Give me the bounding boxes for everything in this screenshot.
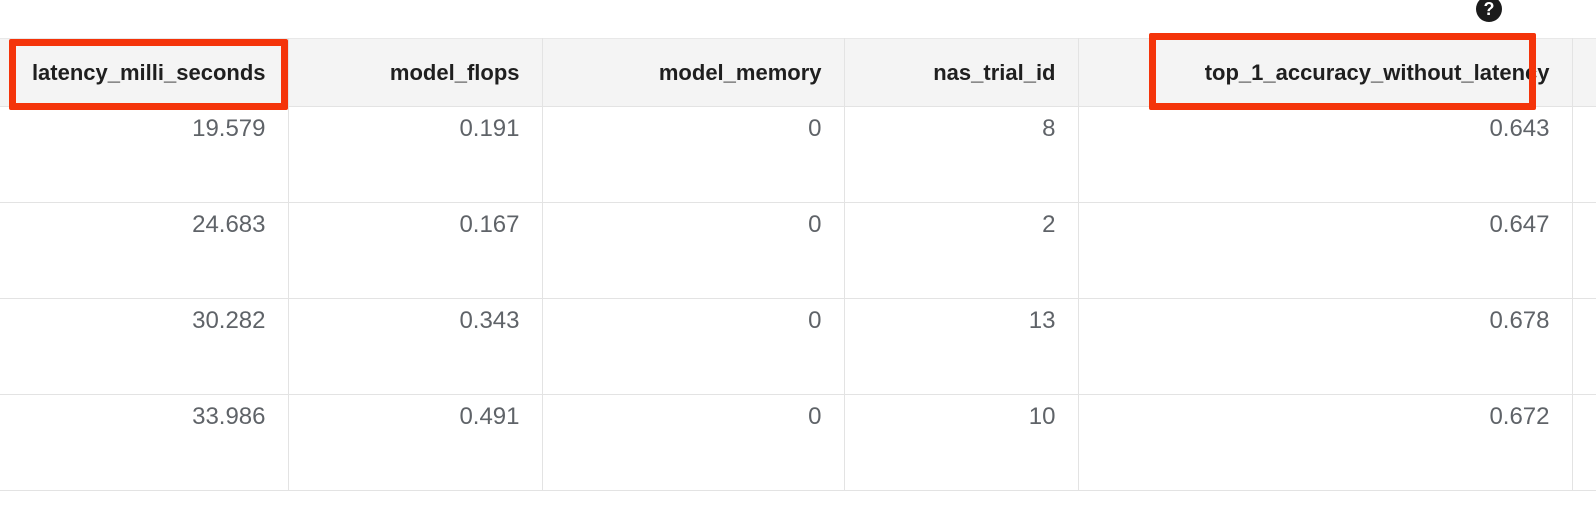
cell-top-1-accuracy-without-latency[interactable]: 0.672 [1078, 394, 1573, 491]
column-header-label: nas_trial_id [933, 59, 1056, 85]
cell-model-memory[interactable]: 0 [542, 202, 845, 299]
table-row[interactable]: 33.986 0.491 0 10 0.672 [0, 394, 1596, 491]
data-table: latency_milli_seconds model_flops model_… [0, 38, 1596, 491]
cell-top-1-accuracy-without-latency[interactable]: 0.643 [1078, 106, 1573, 203]
cell-value: 0.672 [1489, 402, 1550, 430]
column-header-latency-milli-seconds[interactable]: latency_milli_seconds [0, 38, 289, 107]
cell-value: 0 [808, 114, 822, 142]
column-header-top-1-accuracy-without-latency[interactable]: top_1_accuracy_without_latency [1078, 38, 1573, 107]
cell-value: 13 [1028, 306, 1056, 334]
help-circle-icon[interactable]: ? [1476, 0, 1502, 22]
cell-model-memory[interactable]: 0 [542, 298, 845, 395]
cell-latency-milli-seconds[interactable]: 24.683 [0, 202, 289, 299]
cell-value: 19.579 [192, 114, 266, 142]
cell-value: 0.343 [459, 306, 520, 334]
column-header-label: latency_milli_seconds [31, 59, 266, 85]
cell-model-memory[interactable]: 0 [542, 394, 845, 491]
cell-latency-milli-seconds[interactable]: 30.282 [0, 298, 289, 395]
table-header-row: latency_milli_seconds model_flops model_… [0, 38, 1596, 107]
table-row[interactable]: 19.579 0.191 0 8 0.643 [0, 106, 1596, 203]
cell-value: 8 [1042, 114, 1056, 142]
data-table-container[interactable]: latency_milli_seconds model_flops model_… [0, 38, 1596, 516]
column-header-model-memory[interactable]: model_memory [542, 38, 845, 107]
cell-value: 0 [808, 210, 822, 238]
cell-model-flops[interactable]: 0.343 [288, 298, 543, 395]
table-row[interactable]: 30.282 0.343 0 13 0.678 [0, 298, 1596, 395]
column-header-label: top_1_accuracy_without_latency [1204, 59, 1550, 85]
cell-next-column[interactable] [1572, 394, 1596, 491]
cell-next-column[interactable] [1572, 202, 1596, 299]
cell-value: 0.191 [459, 114, 520, 142]
column-header-next-column[interactable] [1572, 38, 1596, 107]
cell-value: 0.678 [1489, 306, 1550, 334]
cell-value: 0 [808, 306, 822, 334]
cell-value: 0.167 [459, 210, 520, 238]
cell-next-column[interactable] [1572, 298, 1596, 395]
table-header: latency_milli_seconds model_flops model_… [0, 38, 1596, 107]
column-header-label: model_flops [389, 59, 520, 85]
cell-nas-trial-id[interactable]: 2 [844, 202, 1079, 299]
cell-nas-trial-id[interactable]: 13 [844, 298, 1079, 395]
cell-next-column[interactable] [1572, 106, 1596, 203]
cell-value: 2 [1042, 210, 1056, 238]
cell-value: 24.683 [192, 210, 266, 238]
table-row[interactable]: 24.683 0.167 0 2 0.647 [0, 202, 1596, 299]
cell-model-flops[interactable]: 0.167 [288, 202, 543, 299]
cell-nas-trial-id[interactable]: 10 [844, 394, 1079, 491]
cell-nas-trial-id[interactable]: 8 [844, 106, 1079, 203]
column-header-model-flops[interactable]: model_flops [288, 38, 543, 107]
cell-value: 30.282 [192, 306, 266, 334]
cell-value: 0.643 [1489, 114, 1550, 142]
cell-value: 0.647 [1489, 210, 1550, 238]
cell-model-flops[interactable]: 0.191 [288, 106, 543, 203]
cell-value: 10 [1028, 402, 1056, 430]
column-header-nas-trial-id[interactable]: nas_trial_id [844, 38, 1079, 107]
cell-latency-milli-seconds[interactable]: 19.579 [0, 106, 289, 203]
cell-top-1-accuracy-without-latency[interactable]: 0.678 [1078, 298, 1573, 395]
top-toolbar-strip: ? [0, 0, 1596, 38]
cell-top-1-accuracy-without-latency[interactable]: 0.647 [1078, 202, 1573, 299]
cell-value: 0.491 [459, 402, 520, 430]
table-body: 19.579 0.191 0 8 0.643 24.683 0.167 0 2 … [0, 106, 1596, 491]
cell-value: 0 [808, 402, 822, 430]
cell-model-memory[interactable]: 0 [542, 106, 845, 203]
column-header-label: model_memory [658, 59, 822, 85]
cell-latency-milli-seconds[interactable]: 33.986 [0, 394, 289, 491]
cell-model-flops[interactable]: 0.491 [288, 394, 543, 491]
cell-value: 33.986 [192, 402, 266, 430]
